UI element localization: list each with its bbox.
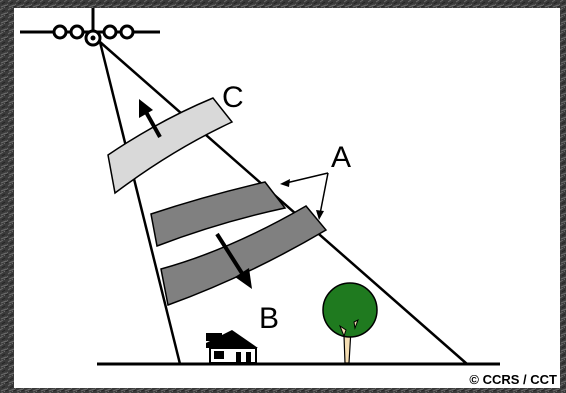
label-c: C xyxy=(222,81,244,114)
label-b: B xyxy=(259,302,279,335)
return-arrow-icon xyxy=(139,99,162,138)
tree-icon xyxy=(322,282,378,364)
house-icon xyxy=(206,330,258,364)
radar-beam xyxy=(98,41,468,365)
backscatter-pulse xyxy=(107,97,234,195)
diagram-panel xyxy=(14,8,560,388)
label-a-pointers xyxy=(280,172,329,220)
aircraft-icon xyxy=(20,8,160,47)
outgoing-pulse-outer xyxy=(160,205,328,307)
outgoing-pulse-inner xyxy=(150,181,287,248)
copyright-credit: © CCRS / CCT xyxy=(469,372,557,387)
label-a: A xyxy=(331,141,351,174)
outgoing-arrow-icon xyxy=(215,232,252,289)
